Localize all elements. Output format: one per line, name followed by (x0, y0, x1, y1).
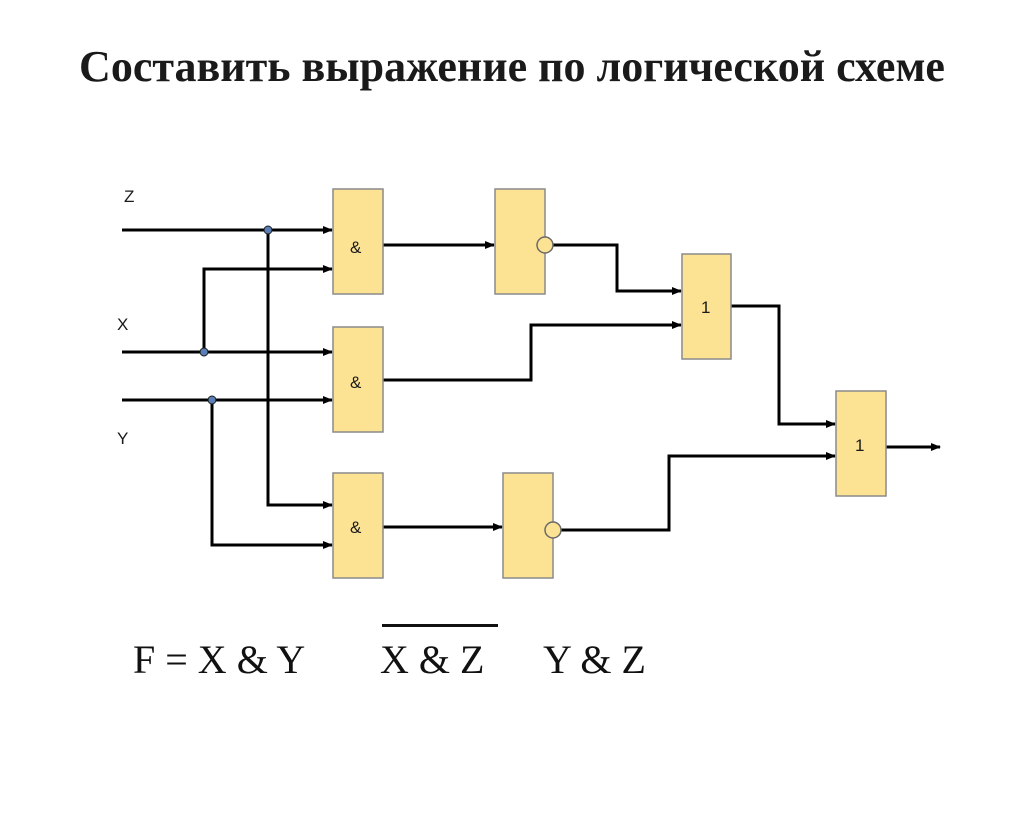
and-gate-middle: & (332, 326, 384, 433)
formula-line: F = X & Y X & Z Y & Z (133, 636, 646, 690)
or-gate-first: 1 (681, 253, 732, 360)
not-gate-bottom (502, 472, 562, 579)
wire-or-first-to-or-final (731, 304, 836, 428)
not-gate-top (494, 188, 554, 295)
inverter-bubble-bottom (544, 521, 562, 539)
page-title: Составить выражение по логической схеме (79, 42, 945, 91)
formula-part-1: F = X & Y (133, 637, 306, 682)
wire-not-top-to-or-first (553, 243, 682, 295)
and-gate-middle-symbol: & (350, 373, 362, 392)
logic-circuit-diagram: Z X Y & & & (117, 187, 941, 579)
or-gate-first-symbol: 1 (701, 298, 710, 317)
wire-z-to-and-bottom (266, 230, 333, 509)
junction-dot-y (207, 395, 217, 405)
wire-y-to-and-bottom (210, 400, 333, 549)
wire-x-to-and-top (202, 265, 333, 352)
junction-dot-x (199, 347, 209, 357)
formula-part-2: X & Z (380, 637, 485, 682)
formula-part-3: Y & Z (543, 637, 646, 682)
wire-and-middle-to-or-first (383, 321, 682, 382)
and-gate-bottom-symbol: & (350, 518, 362, 537)
input-label-x: X (117, 315, 128, 334)
input-label-z: Z (124, 187, 134, 206)
input-label-y: Y (117, 429, 128, 448)
or-gate-final: 1 (835, 390, 887, 497)
wires (122, 226, 941, 549)
and-gate-bottom: & (332, 472, 384, 579)
negation-overline (382, 624, 498, 627)
and-gate-top-symbol: & (350, 238, 362, 257)
wire-not-bottom-to-or-final (561, 452, 836, 532)
junction-dot-z (263, 225, 273, 235)
inverter-bubble-top (536, 236, 554, 254)
or-gate-final-symbol: 1 (855, 436, 864, 455)
junctions (199, 225, 273, 405)
and-gate-top: & (332, 188, 384, 295)
